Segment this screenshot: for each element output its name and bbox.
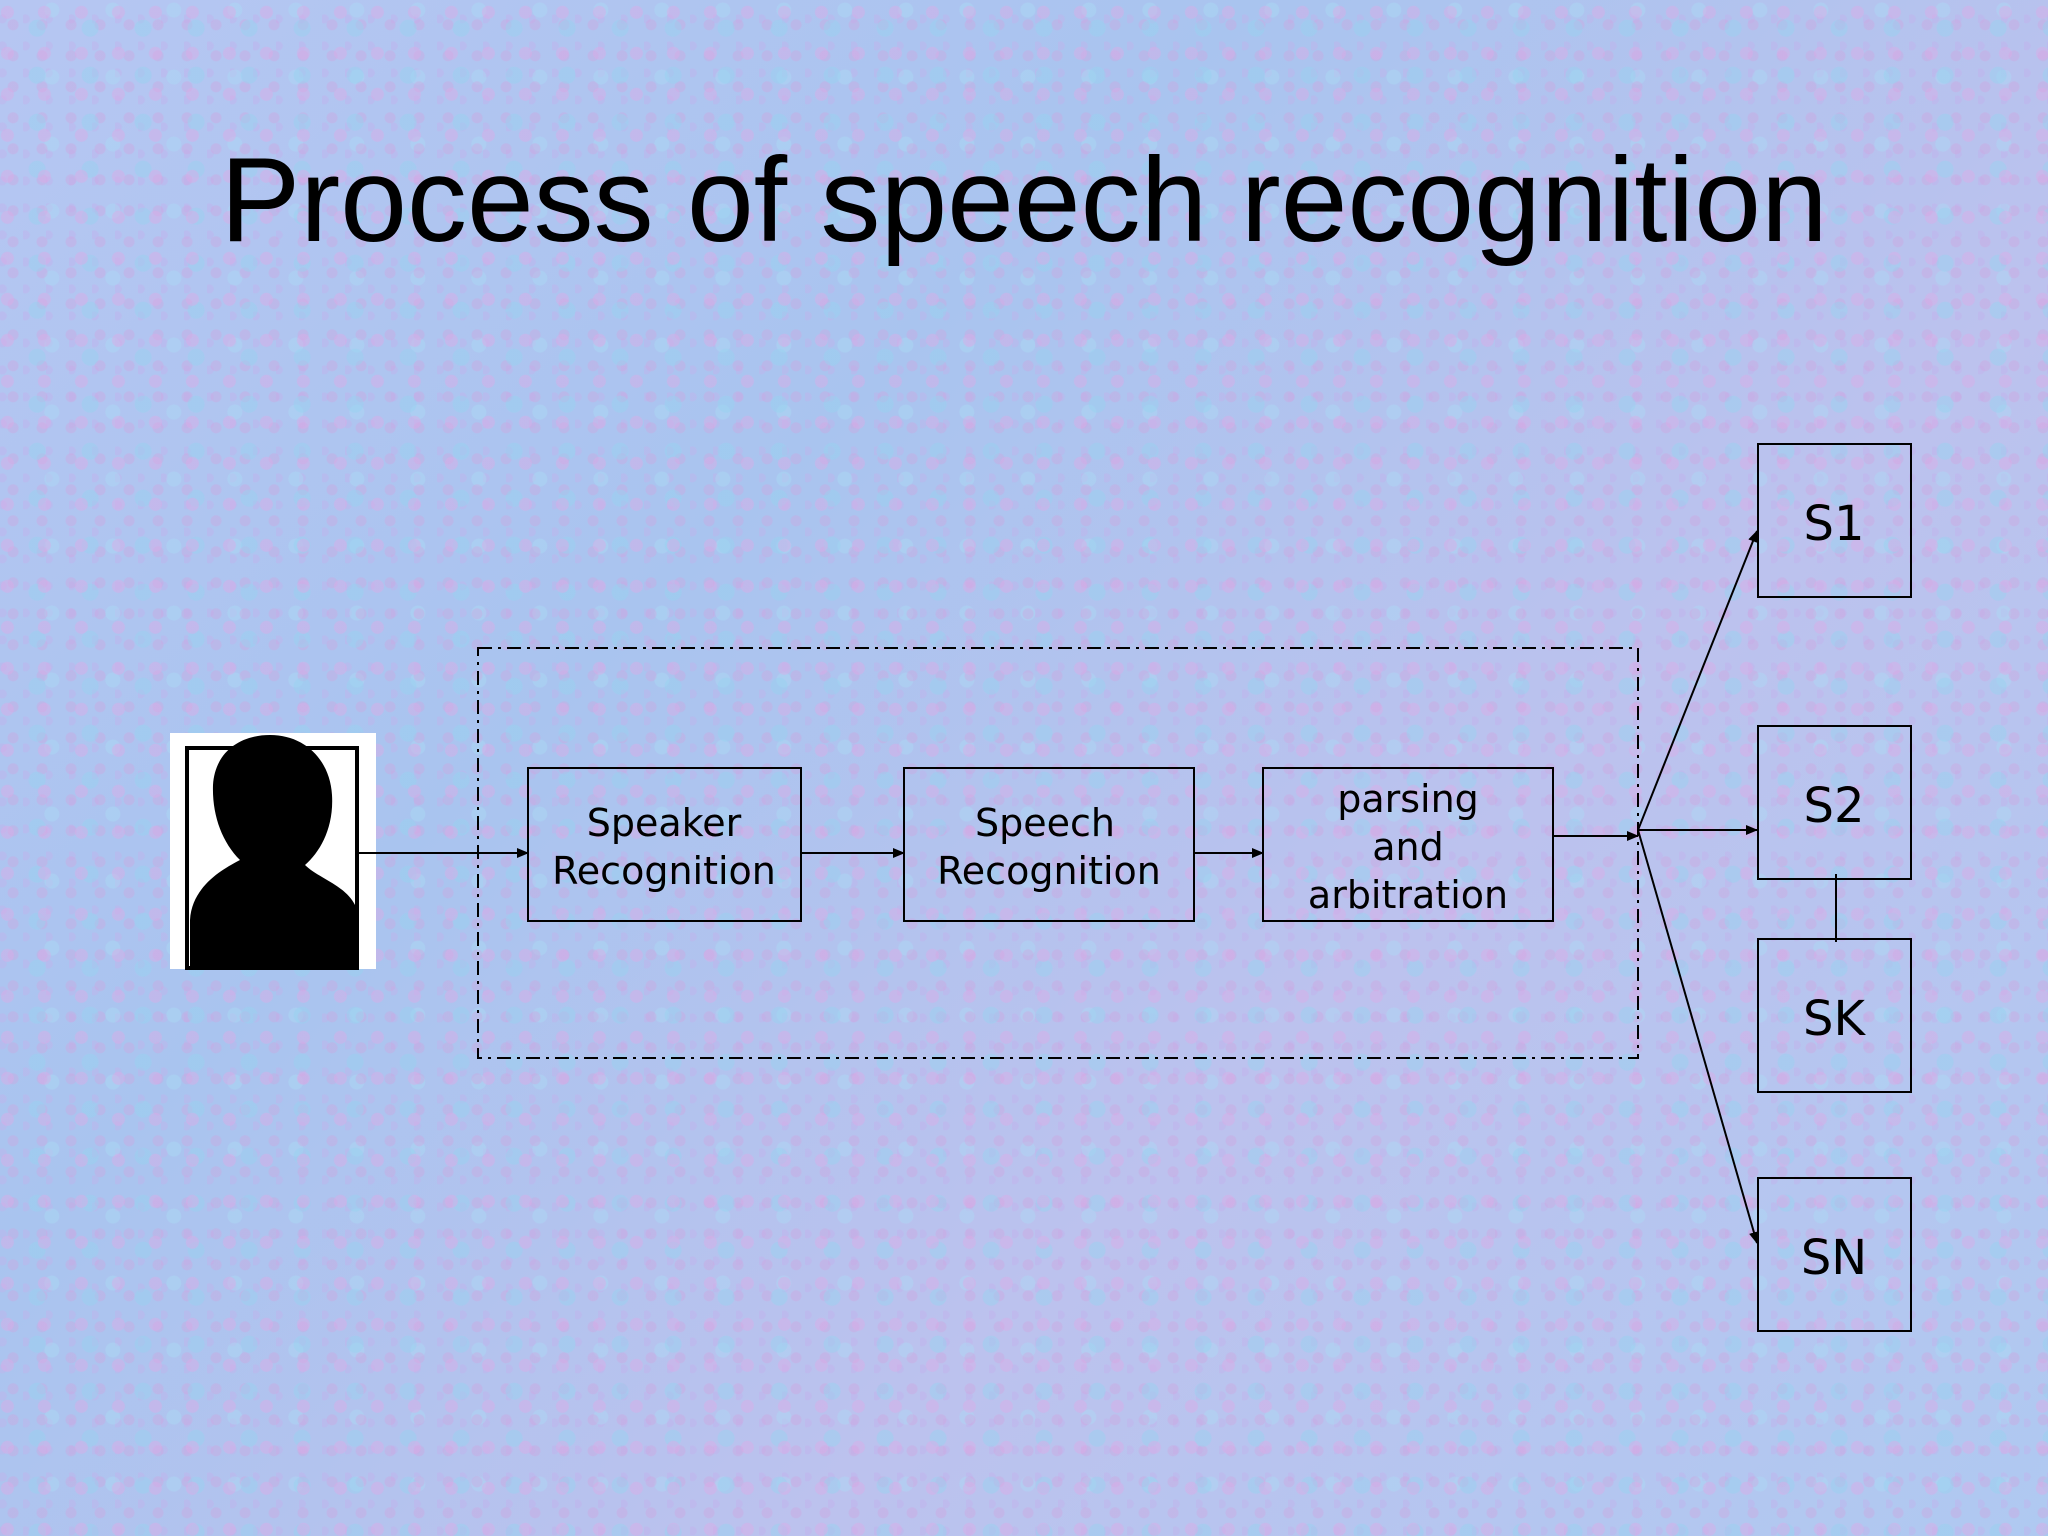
s2-label: S2 [1803,778,1864,834]
sn-label: SN [1801,1230,1867,1286]
arrow-to-sn [1637,829,1759,1244]
speech-recognition-node: Speech Recognition [903,767,1195,922]
slide-title: Process of speech recognition [220,133,1828,267]
speech-recognition-line2: Recognition [937,849,1161,893]
speaker-recognition-line1: Speaker [587,801,742,845]
s1-node: S1 [1757,443,1912,598]
s1-label: S1 [1803,496,1864,552]
person-silhouette-icon [170,733,376,970]
sk-node: SK [1757,938,1912,1093]
speech-recognition-line1: Speech [975,801,1115,845]
parsing-line3: arbitration [1308,873,1508,917]
parsing-arbitration-node: parsing and arbitration [1262,767,1554,922]
speaker-recognition-line2: Recognition [552,849,776,893]
s2-node: S2 [1757,725,1912,880]
speaker-recognition-node: Speaker Recognition [527,767,802,922]
sk-label: SK [1803,991,1866,1047]
arrow-to-s1 [1637,530,1758,831]
sn-node: SN [1757,1177,1912,1332]
parsing-line1: parsing [1337,777,1479,821]
parsing-line2: and [1372,825,1444,869]
